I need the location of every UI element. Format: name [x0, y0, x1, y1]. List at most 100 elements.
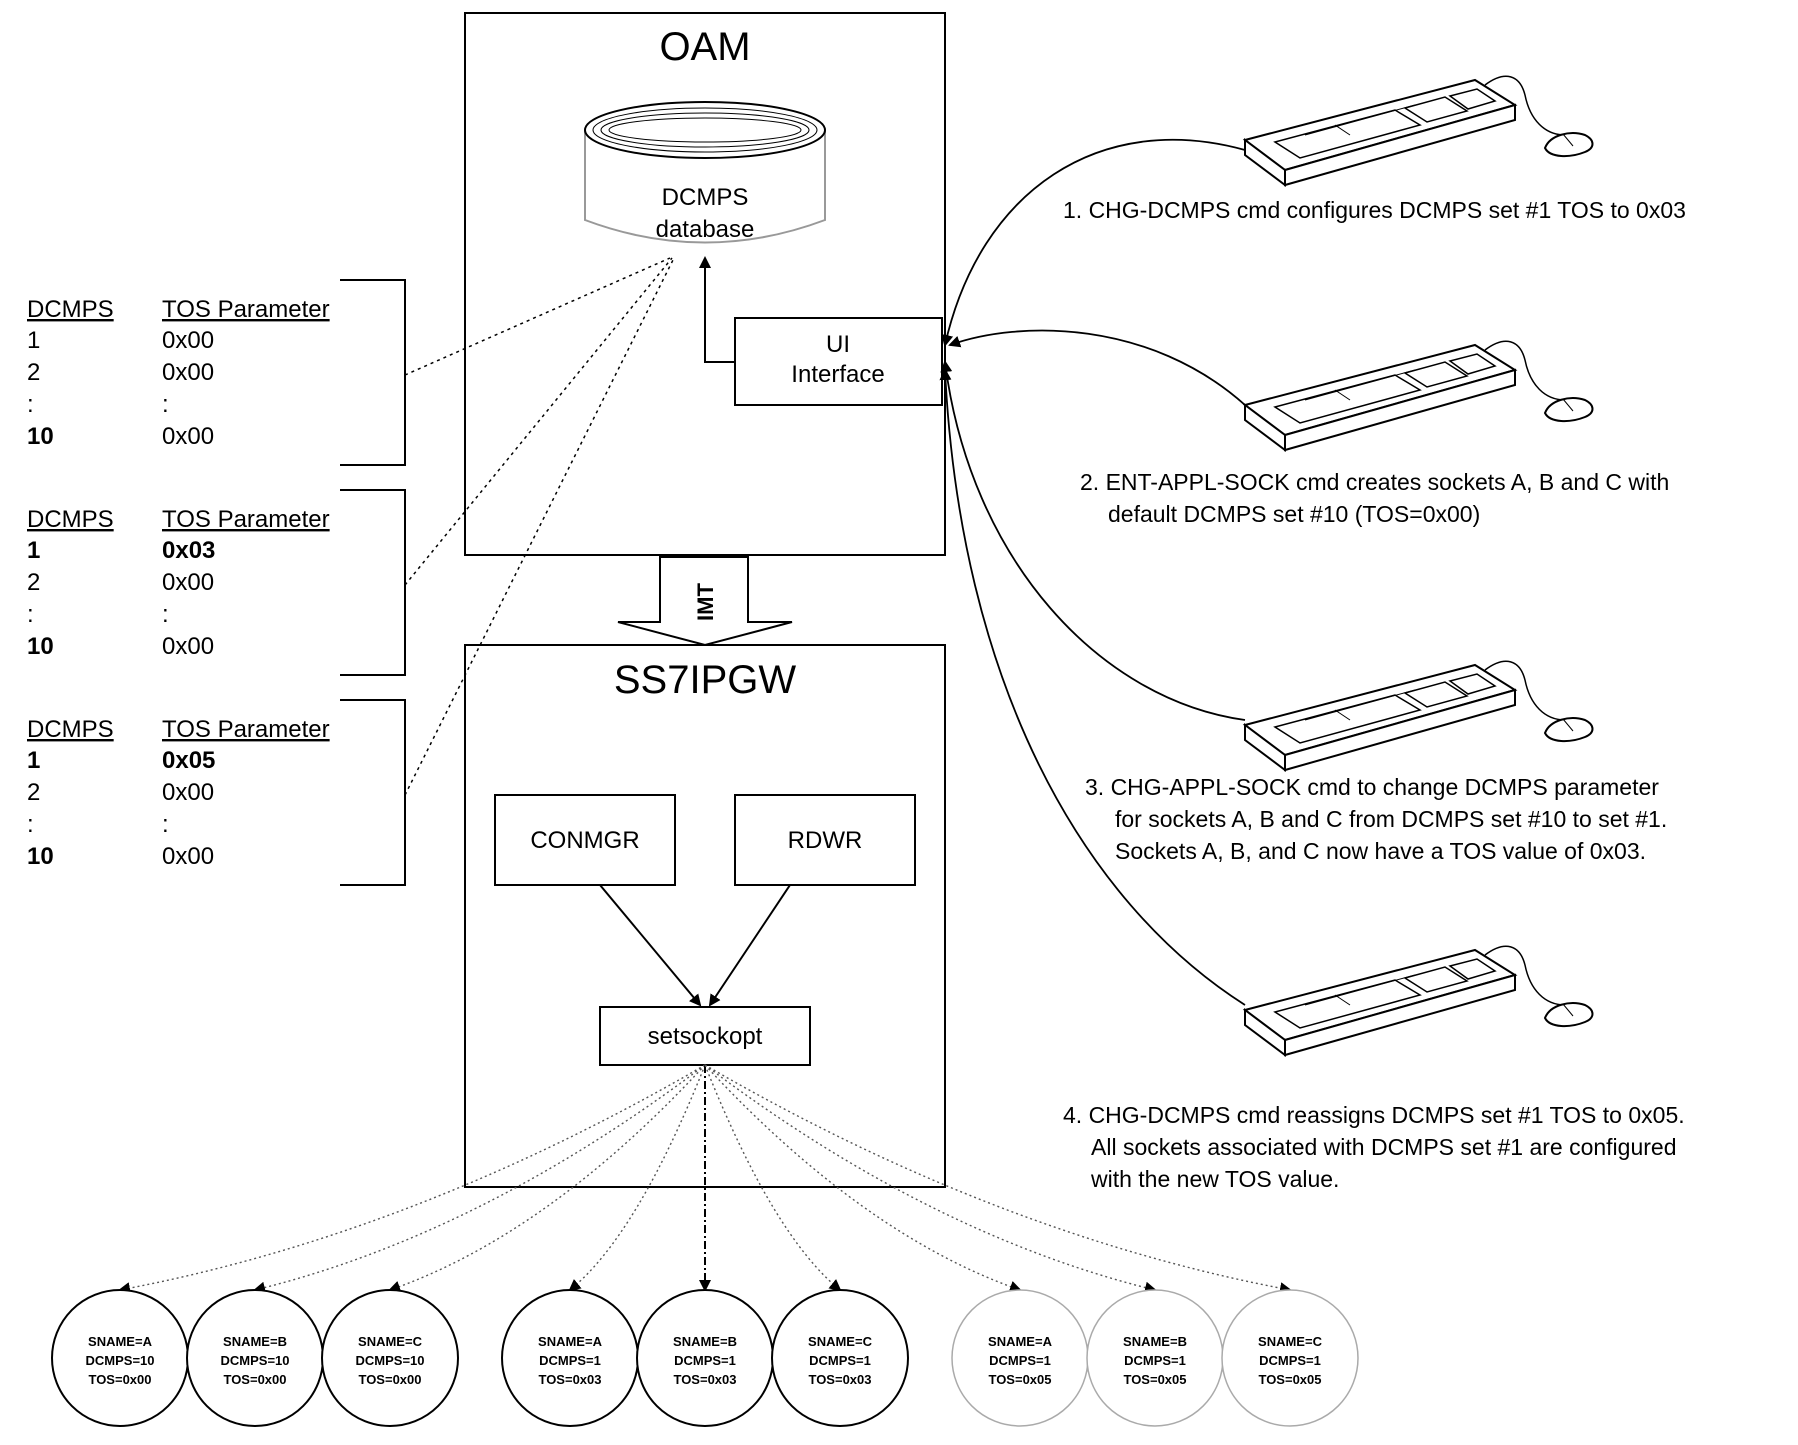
setsockopt-box: setsockopt [599, 1006, 811, 1066]
sockets: SNAME=ADCMPS=10TOS=0x00SNAME=BDCMPS=10TO… [51, 1289, 1359, 1427]
table-cell-tos: 0x00 [162, 633, 214, 660]
socket-sname: SNAME=C [358, 1334, 423, 1349]
imt-label: IMT [693, 583, 718, 621]
table-cell-dcmps: 2 [27, 359, 40, 386]
table-cell-tos: 0x00 [162, 779, 214, 806]
socket-tos: TOS=0x03 [673, 1372, 736, 1387]
conmgr-box: CONMGR [494, 794, 676, 886]
oam-card: OAM [464, 12, 946, 556]
step-description: 2. ENT-APPL-SOCK cmd creates sockets A, … [1080, 469, 1669, 527]
table-header-tos: TOS Parameter [162, 296, 330, 323]
step-line: for sockets A, B and C from DCMPS set #1… [1115, 806, 1667, 832]
keyboard-icon [1244, 945, 1594, 1056]
imt-arrow: IMT [617, 556, 793, 647]
socket-dcmps: DCMPS=10 [86, 1353, 155, 1368]
rdwr-to-setsockopt-arrow [708, 884, 791, 1007]
socket-lines [118, 1064, 1292, 1295]
step-line: default DCMPS set #10 (TOS=0x00) [1108, 501, 1480, 527]
socket-sname: SNAME=A [988, 1334, 1053, 1349]
table-cell-tos: 0x03 [162, 537, 215, 564]
dcmps-database: DCMPS database [584, 101, 826, 244]
step-description: 1. CHG-DCMPS cmd configures DCMPS set #1… [1063, 197, 1686, 223]
keyboard-icon [1244, 340, 1594, 451]
rdwr-label: RDWR [788, 827, 863, 854]
setsockopt-label: setsockopt [648, 1023, 763, 1050]
step-line: 2. ENT-APPL-SOCK cmd creates sockets A, … [1080, 469, 1669, 495]
socket-connector [388, 1064, 706, 1293]
step-line: with the new TOS value. [1090, 1166, 1339, 1192]
rdwr-box: RDWR [734, 794, 916, 886]
step-line: 1. CHG-DCMPS cmd configures DCMPS set #1… [1063, 197, 1686, 223]
table-cell-dcmps: 10 [27, 843, 54, 870]
table-header-dcmps: DCMPS [27, 296, 114, 323]
socket-dcmps: DCMPS=1 [1124, 1353, 1186, 1368]
socket-dcmps: DCMPS=1 [674, 1353, 736, 1368]
step-line: All sockets associated with DCMPS set #1… [1091, 1134, 1677, 1160]
socket-tos: TOS=0x00 [358, 1372, 421, 1387]
socket-sname: SNAME=B [673, 1334, 737, 1349]
table-cell-dcmps: : [27, 391, 34, 418]
socket-connector [253, 1064, 706, 1294]
conmgr-label: CONMGR [530, 827, 639, 854]
table-cell-tos: : [162, 811, 169, 838]
socket-sname: SNAME=C [1258, 1334, 1323, 1349]
keyboards [1244, 75, 1594, 1056]
table-cell-tos: 0x00 [162, 569, 214, 596]
ui-interface-label-1: UI [826, 331, 850, 358]
database-label-1: DCMPS [662, 184, 749, 211]
table-to-database-lines [404, 257, 675, 796]
table-cell-dcmps: 10 [27, 423, 54, 450]
table-cell-dcmps: 1 [27, 537, 40, 564]
socket-dcmps: DCMPS=1 [539, 1353, 601, 1368]
table-cell-tos: : [162, 391, 169, 418]
socket-dcmps: DCMPS=10 [356, 1353, 425, 1368]
socket-circle [1221, 1289, 1359, 1427]
socket-connector [704, 1064, 1022, 1293]
socket-tos: TOS=0x03 [538, 1372, 601, 1387]
socket-tos: TOS=0x00 [223, 1372, 286, 1387]
socket-tos: TOS=0x05 [988, 1372, 1051, 1387]
table-cell-tos: 0x05 [162, 747, 215, 774]
socket-dcmps: DCMPS=1 [809, 1353, 871, 1368]
socket-sname: SNAME=A [538, 1334, 603, 1349]
ui-interface-box: UI Interface [734, 317, 943, 406]
table-cell-dcmps: : [27, 601, 34, 628]
step-description: 4. CHG-DCMPS cmd reassigns DCMPS set #1 … [1063, 1102, 1685, 1192]
socket-sname: SNAME=C [808, 1334, 873, 1349]
socket-tos: TOS=0x00 [88, 1372, 151, 1387]
socket-sname: SNAME=B [223, 1334, 287, 1349]
table-cell-tos: 0x00 [162, 327, 214, 354]
conmgr-to-setsockopt-arrow [599, 884, 702, 1007]
socket-sname: SNAME=B [1123, 1334, 1187, 1349]
table-header-tos: TOS Parameter [162, 716, 330, 743]
socket-dcmps: DCMPS=1 [1259, 1353, 1321, 1368]
table-cell-dcmps: 2 [27, 779, 40, 806]
socket-circle [321, 1289, 459, 1427]
socket-circle [771, 1289, 909, 1427]
socket-tos: TOS=0x03 [808, 1372, 871, 1387]
table-bracket [340, 279, 406, 466]
socket-tos: TOS=0x05 [1123, 1372, 1186, 1387]
table-header-dcmps: DCMPS [27, 716, 114, 743]
table-bracket [340, 489, 406, 676]
ui-interface-label-2: Interface [791, 361, 884, 388]
keyboard-icon [1244, 75, 1594, 186]
table-cell-tos: 0x00 [162, 423, 214, 450]
table-cell-dcmps: 10 [27, 633, 54, 660]
socket-connector [568, 1064, 706, 1292]
table-cell-tos: 0x00 [162, 843, 214, 870]
socket-connector [118, 1064, 706, 1295]
table-cell-dcmps: : [27, 811, 34, 838]
table-cell-dcmps: 1 [27, 747, 40, 774]
keyboard-icon [1244, 660, 1594, 771]
step-description: 3. CHG-APPL-SOCK cmd to change DCMPS par… [1085, 774, 1667, 864]
